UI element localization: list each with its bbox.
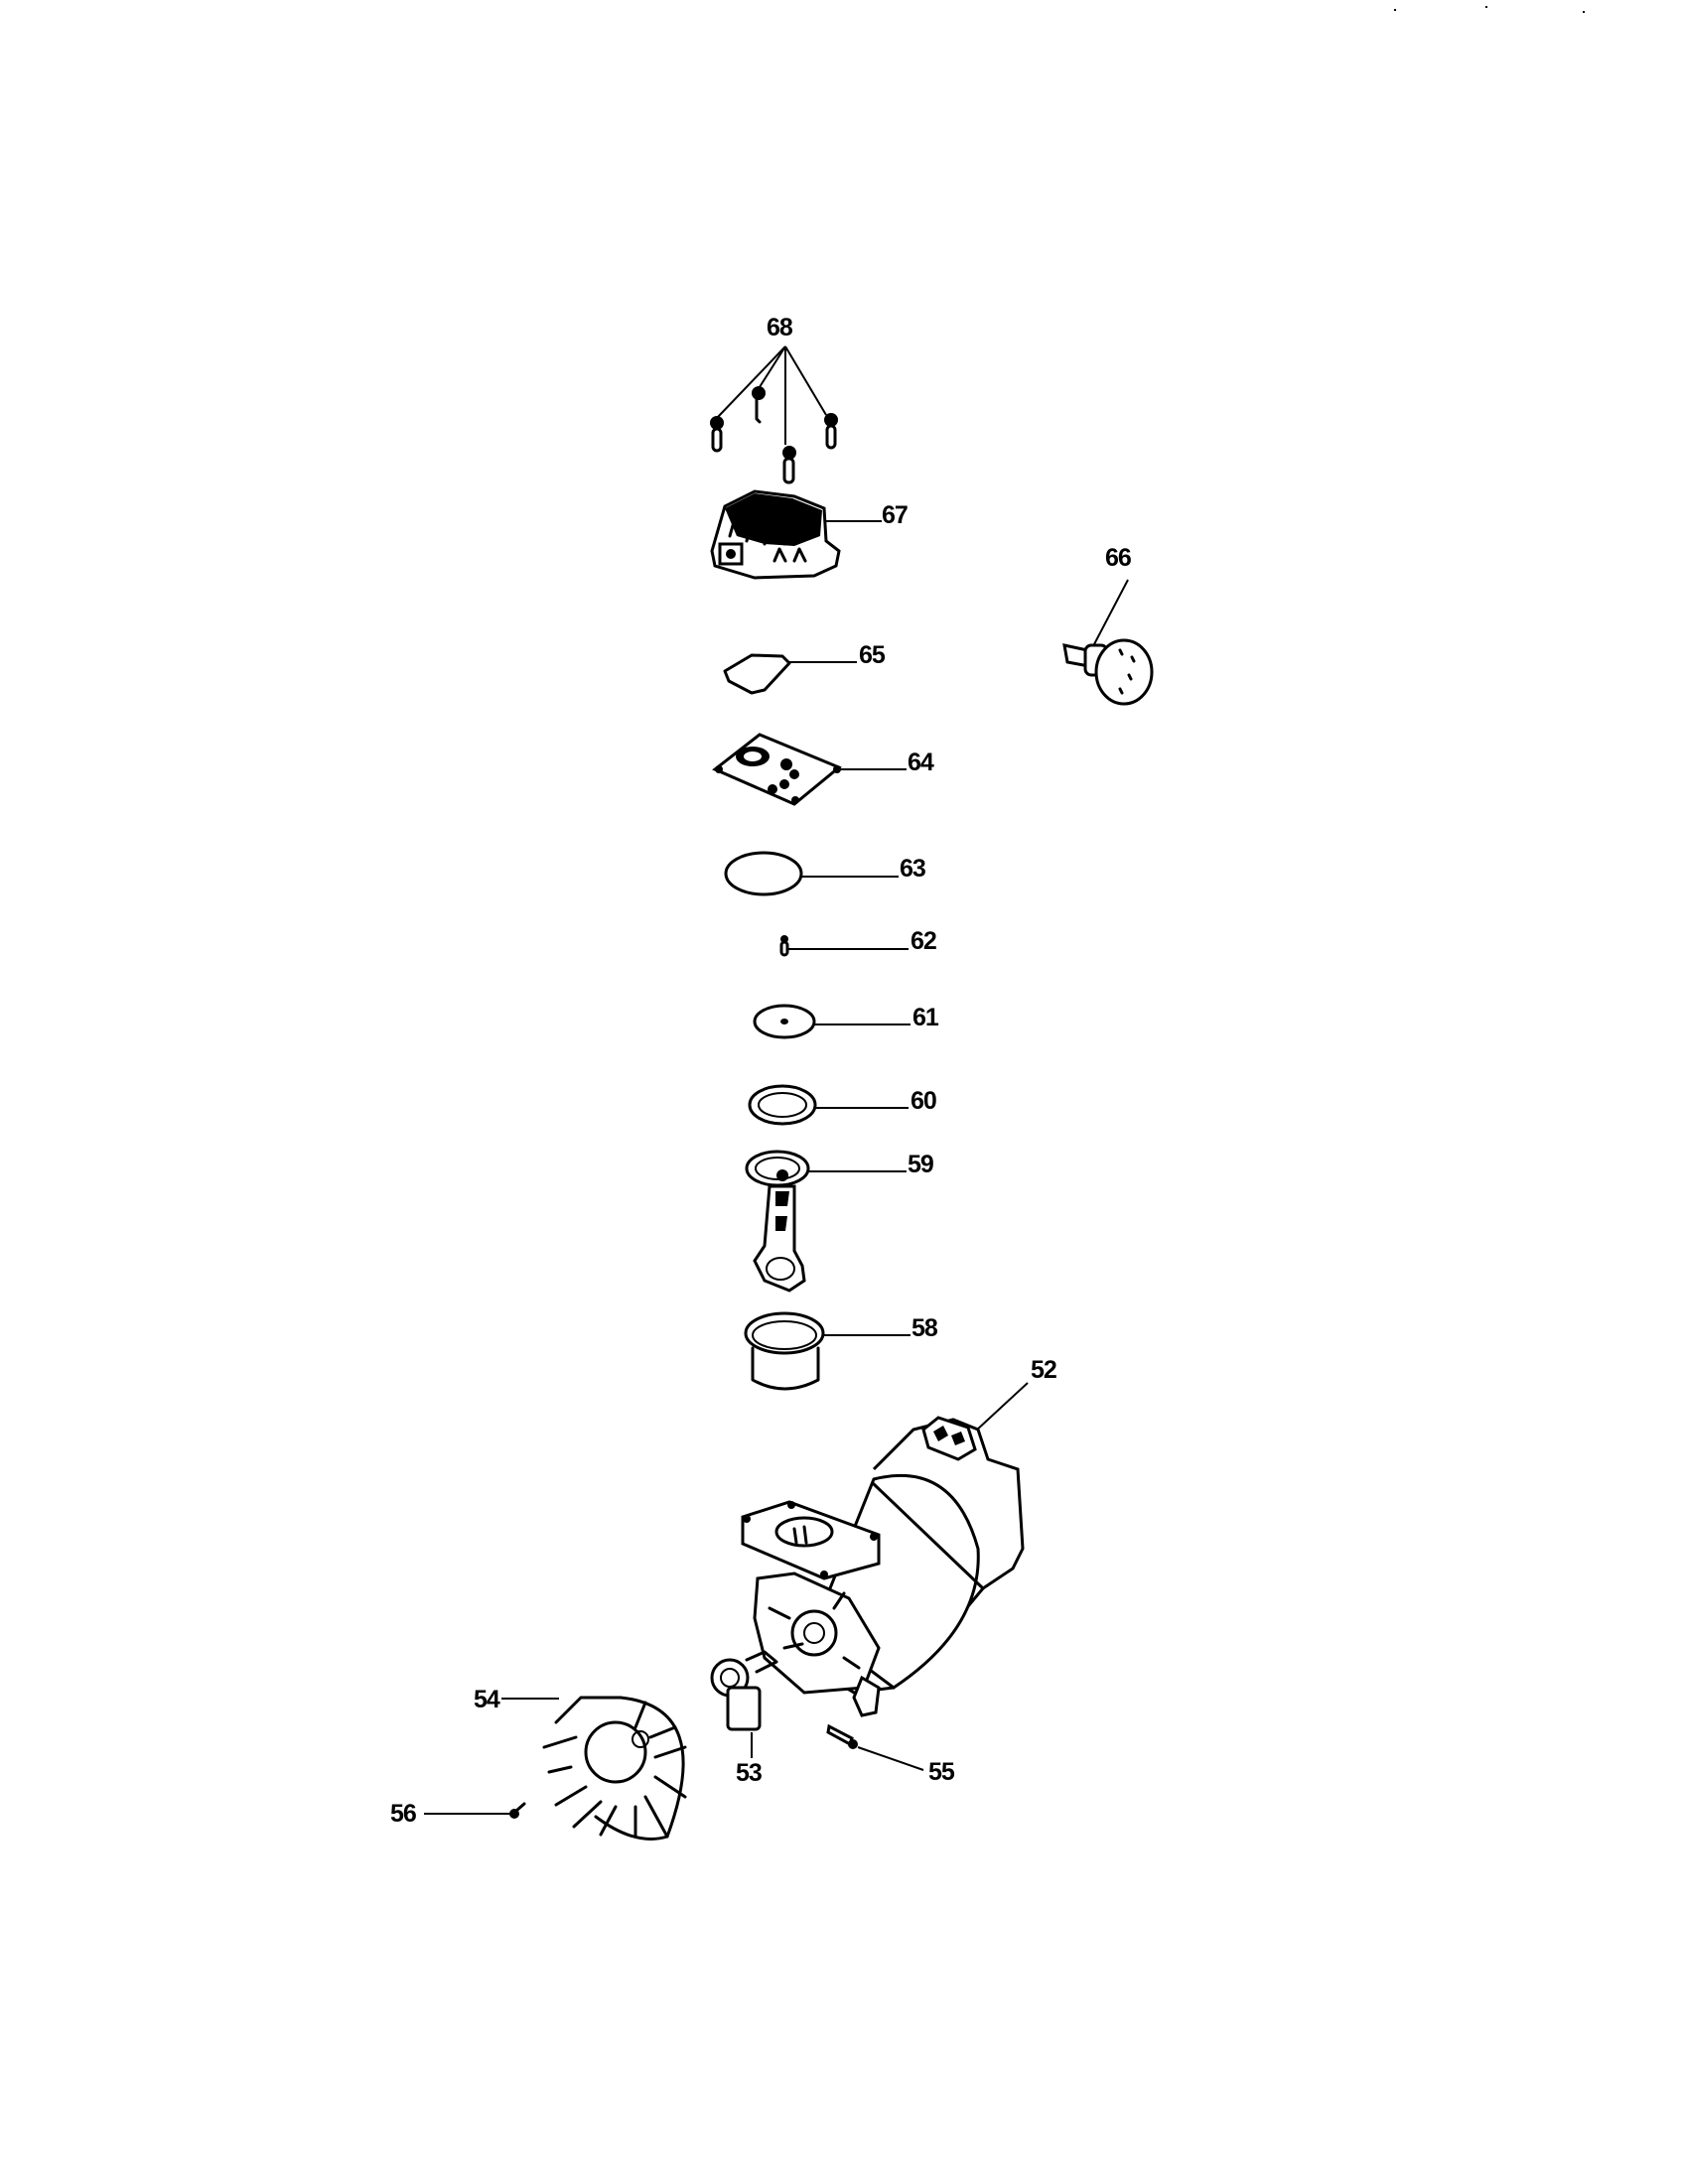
part-56-screw [424, 1802, 526, 1819]
callout-52: 52 [1031, 1356, 1057, 1384]
callout-64: 64 [908, 749, 934, 776]
callout-63: 63 [900, 855, 926, 883]
callout-68: 68 [767, 314, 793, 341]
callout-67: 67 [882, 501, 909, 529]
scan-speck [1485, 6, 1487, 8]
scan-speck [1394, 9, 1396, 11]
callout-66: 66 [1105, 544, 1132, 572]
scan-speck [1583, 11, 1585, 13]
part-53-eccentric [710, 1650, 778, 1758]
part-60-ring [748, 1084, 909, 1126]
callout-58: 58 [912, 1314, 938, 1342]
callout-56: 56 [390, 1800, 417, 1828]
callout-61: 61 [912, 1004, 939, 1031]
part-55-set-screw [826, 1723, 924, 1771]
part-61-disc [753, 1004, 911, 1039]
part-65-gasket [723, 653, 857, 695]
callout-59: 59 [908, 1151, 934, 1178]
part-63-o-ring [724, 851, 899, 896]
part-68-screws [710, 345, 838, 484]
part-58-sleeve [744, 1311, 911, 1391]
part-62-screw [779, 935, 909, 957]
part-66-fitting [1062, 579, 1154, 706]
callout-62: 62 [911, 927, 937, 955]
part-52-motor [741, 1382, 1029, 1717]
part-67-cylinder-head [710, 489, 882, 580]
callout-60: 60 [911, 1087, 937, 1115]
part-59-connecting-rod [745, 1150, 907, 1293]
part-54-fan [501, 1696, 687, 1841]
callout-53: 53 [736, 1759, 763, 1787]
callout-55: 55 [928, 1758, 955, 1786]
callout-54: 54 [474, 1686, 500, 1713]
part-64-valve-plate [712, 733, 907, 806]
callout-65: 65 [859, 641, 886, 669]
